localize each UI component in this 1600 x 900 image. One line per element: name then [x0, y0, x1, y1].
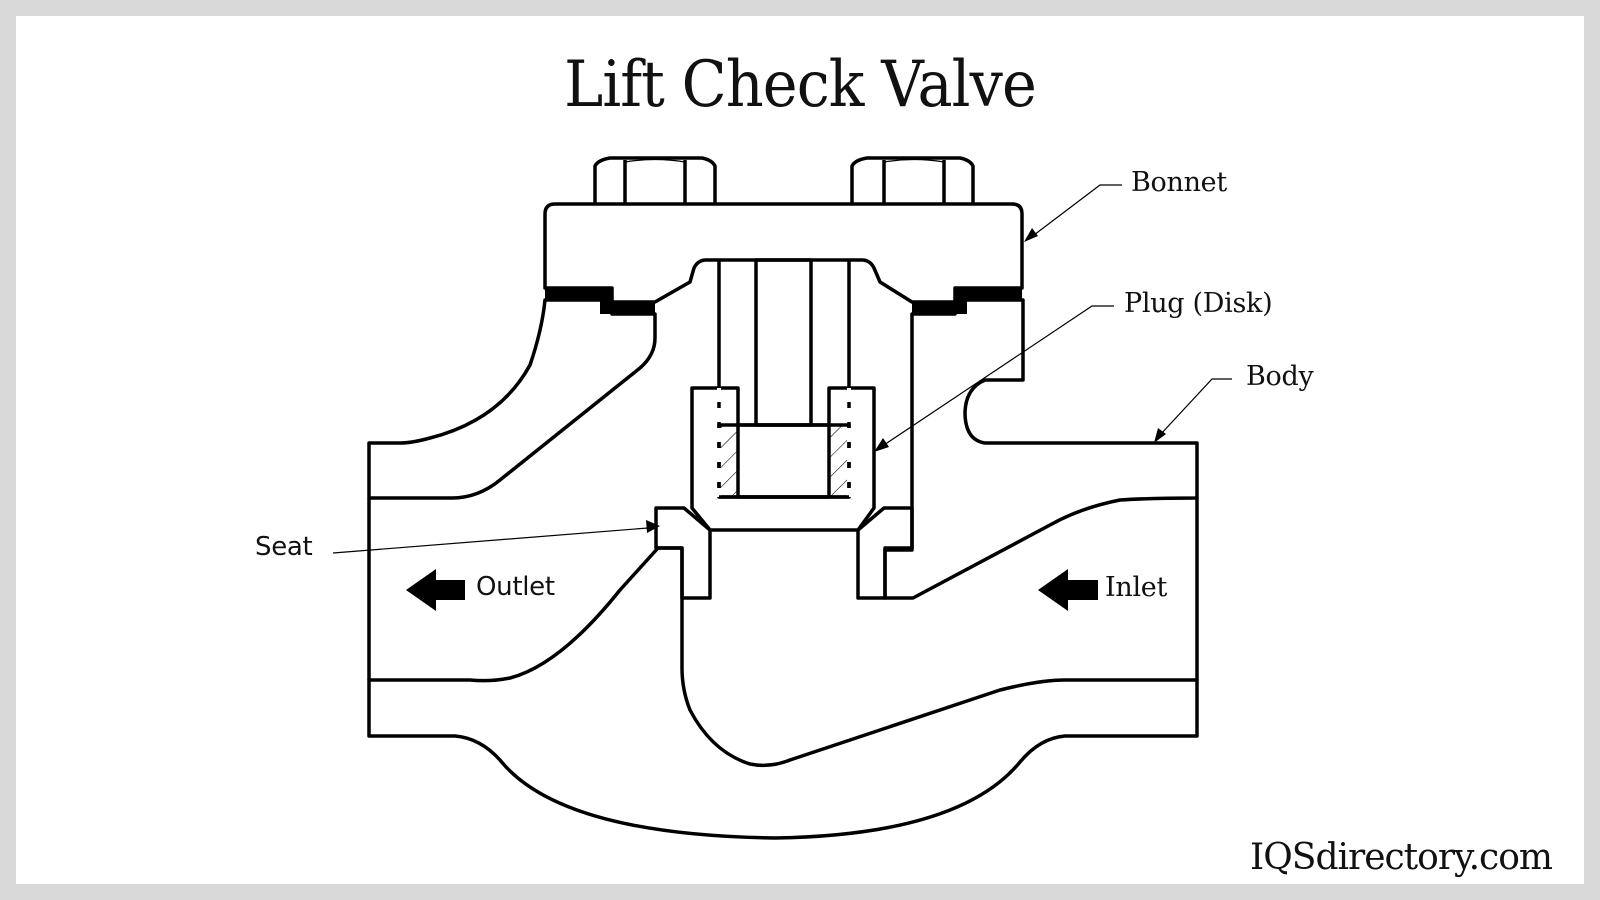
plug-disk: [690, 386, 876, 532]
seat-ring: [654, 506, 914, 600]
leader-body: [1154, 378, 1232, 443]
label-bonnet: Bonnet: [1131, 167, 1227, 198]
outlet-arrow-icon: [406, 569, 465, 611]
bonnet-bolt-right: [850, 156, 975, 204]
gasket-right: [912, 288, 1022, 314]
spring-core: [754, 258, 813, 427]
body-outlet-upper-wall: [367, 298, 657, 500]
leader-seat: [332, 520, 660, 554]
plug-cavity: [736, 423, 831, 499]
label-body: Body: [1246, 361, 1314, 392]
body-lower-wall: [367, 546, 1199, 840]
seat-ring-left: [654, 506, 712, 600]
valve-body: [367, 298, 1199, 840]
inlet-arrow-icon: [1038, 569, 1098, 611]
label-inlet: Inlet: [1105, 572, 1168, 603]
leader-bonnet: [1024, 184, 1122, 242]
leader-plug: [874, 305, 1114, 452]
body-inlet-upper-wall: [883, 298, 1199, 600]
diagram-title: Lift Check Valve: [564, 48, 1037, 122]
diagram-panel: [16, 16, 1584, 884]
label-outlet: Outlet: [476, 572, 555, 602]
bonnet-cover: [543, 202, 1024, 304]
gasket-left: [545, 288, 655, 314]
label-plug-disk: Plug (Disk): [1124, 288, 1273, 319]
watermark: IQSdirectory.com: [1250, 837, 1553, 878]
seat-ring-right: [856, 506, 914, 600]
label-seat: Seat: [255, 532, 313, 562]
bonnet-bolt-left: [593, 156, 717, 204]
bonnet: [543, 202, 1024, 314]
